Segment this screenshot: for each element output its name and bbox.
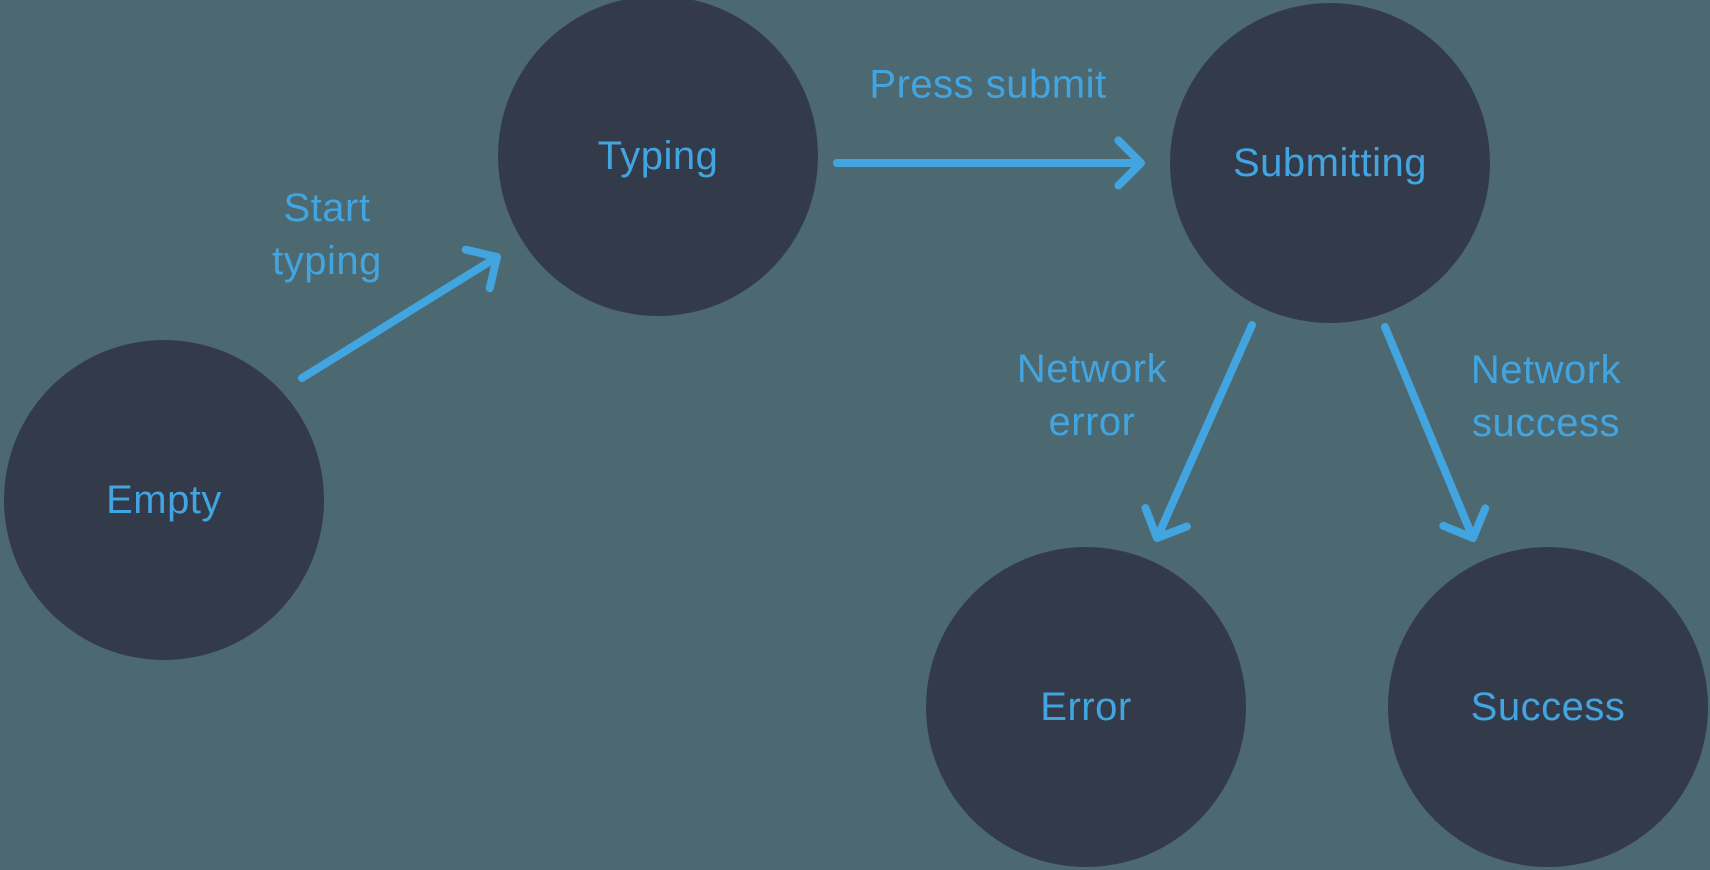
state-node-typing-label: Typing [597, 133, 719, 178]
edge-label-start-typing: Start typing [272, 186, 382, 283]
state-node-error: Error [926, 547, 1246, 867]
state-node-success: Success [1388, 547, 1708, 867]
arrow-press-submit-icon [833, 136, 1145, 190]
arrow-start-typing-icon [298, 245, 501, 382]
state-node-typing: Typing [498, 0, 818, 316]
edge-label-press-submit: Press submit [869, 62, 1107, 107]
state-node-submitting: Submitting [1170, 3, 1490, 323]
state-node-success-label: Success [1470, 684, 1626, 729]
state-node-submitting-label: Submitting [1233, 140, 1427, 185]
state-node-error-label: Error [1040, 684, 1132, 729]
edge-label-network-success: Network success [1470, 348, 1622, 445]
state-node-empty-label: Empty [106, 477, 222, 522]
state-node-empty: Empty [4, 340, 324, 660]
arrow-network-error-icon [1141, 321, 1256, 542]
arrow-network-success-icon [1381, 323, 1490, 542]
edge-label-network-error: Network error [1016, 347, 1168, 444]
